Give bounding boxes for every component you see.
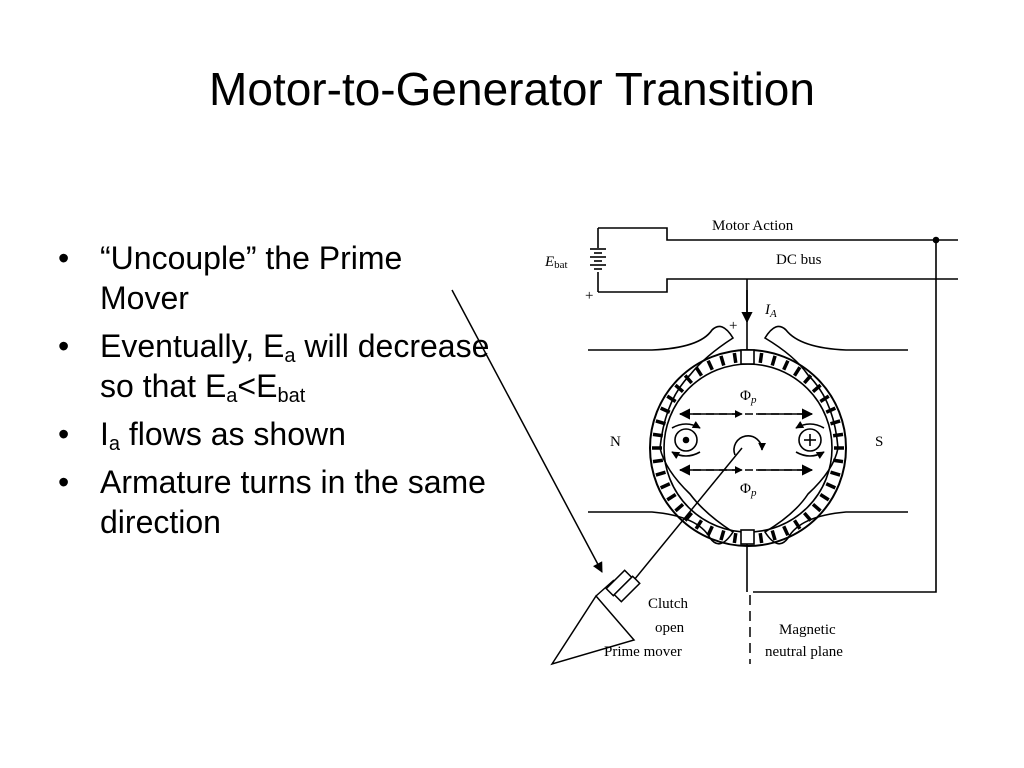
armature-slot	[655, 419, 666, 426]
armature-slot	[793, 366, 802, 377]
subscript: a	[108, 433, 121, 455]
armature-slot	[719, 530, 726, 541]
armature-slot	[719, 355, 726, 366]
armature-slot	[652, 432, 664, 438]
bullet-text-part: I	[100, 416, 109, 452]
bullet-text-part: flows as shown	[120, 416, 346, 452]
armature-slot	[758, 352, 764, 364]
bullet-marker: •	[58, 240, 70, 276]
bullet-item: • Eventually, Ea will decrease so that E…	[58, 326, 498, 406]
armature-slot	[732, 352, 738, 364]
bullet-item: • “Uncouple” the Prime Mover	[58, 238, 498, 318]
neutral-plane-label: neutral plane	[765, 644, 843, 660]
south-label: S	[875, 434, 883, 450]
armature-slot	[819, 394, 830, 403]
armature-slot	[819, 493, 830, 502]
armature-slot	[811, 383, 822, 394]
south-pole-bottom	[763, 447, 908, 545]
flux-top-label: Φp	[740, 388, 757, 406]
armature	[649, 349, 847, 547]
north-label: N	[610, 434, 621, 450]
slide-title: Motor-to-Generator Transition	[209, 63, 815, 115]
prime-mover-label: Prime mover	[604, 644, 682, 660]
bullet-text-part: will decrease so that E	[100, 328, 490, 404]
battery-plus-label: +	[585, 288, 593, 304]
battery-icon	[590, 248, 606, 270]
bullet-text-part: <E	[237, 368, 278, 404]
armature-slot	[655, 470, 666, 477]
armature-slot	[832, 458, 844, 464]
brush-plus-label: +	[729, 318, 737, 334]
bullet-marker: •	[58, 464, 70, 500]
armature-slot	[793, 519, 802, 530]
bottom-brush	[740, 529, 755, 545]
armature-slot	[666, 493, 677, 502]
conductor-dot-icon	[671, 420, 701, 460]
armature-slot	[659, 406, 671, 414]
bullet-list: • “Uncouple” the Prime Mover • Eventuall…	[58, 238, 498, 550]
armature-slot	[830, 470, 841, 477]
armature-slot	[659, 482, 671, 490]
north-pole-top	[588, 325, 735, 449]
armature-slot	[706, 359, 714, 371]
current-label: IA	[764, 302, 777, 320]
armature-slot	[782, 359, 790, 371]
armature-slot	[770, 530, 777, 541]
armature-slot	[694, 519, 703, 530]
armature-slot	[652, 458, 664, 464]
bullet-marker: •	[58, 416, 70, 452]
magnetic-label: Magnetic	[779, 622, 836, 638]
armature-slot	[825, 482, 837, 490]
open-label: open	[655, 620, 685, 636]
conductor-cross-icon	[795, 420, 825, 460]
armature-slot	[666, 394, 677, 403]
dc-bus-label: DC bus	[776, 252, 822, 268]
bullet-marker: •	[58, 328, 70, 364]
armature-slot	[683, 374, 694, 385]
subscript: bat	[277, 385, 306, 407]
armature-slot	[732, 532, 738, 544]
armature-slot	[758, 532, 764, 544]
pointer-line	[451, 289, 603, 573]
armature-slot	[811, 502, 822, 513]
bullet-text-part: Eventually, E	[100, 328, 285, 364]
bullet-item: • Ia flows as shown	[58, 414, 498, 454]
e-bat-label: Ebat	[544, 254, 568, 271]
pole-faces	[588, 325, 908, 545]
armature-slot	[694, 366, 703, 377]
armature-slot	[802, 511, 813, 522]
subscript: a	[226, 385, 238, 407]
flux-bottom-label: Φp	[740, 481, 757, 499]
rotation-arrow-icon	[733, 435, 767, 456]
bus-top-wire	[598, 227, 958, 241]
return-wire	[753, 240, 937, 593]
south-pole-top	[763, 325, 908, 449]
shaft-assembly	[550, 447, 743, 666]
flux-lines	[678, 408, 814, 476]
bullet-text: “Uncouple” the Prime Mover	[100, 240, 403, 316]
bus-bottom-wire	[598, 278, 958, 293]
armature-slot	[782, 525, 790, 537]
subscript: a	[284, 345, 296, 367]
armature-slot	[674, 502, 685, 513]
bullet-text: Armature turns in the same direction	[100, 464, 486, 540]
armature-slot	[802, 374, 813, 385]
prime-mover-icon	[550, 594, 636, 666]
armature-slot	[832, 432, 844, 438]
armature-slot	[683, 511, 694, 522]
armature-slot	[830, 419, 841, 426]
armature-slot	[770, 355, 777, 366]
armature-slot	[706, 525, 714, 537]
bullet-item: • Armature turns in the same direction	[58, 462, 498, 542]
armature-slots	[652, 352, 844, 544]
top-brush	[740, 349, 755, 365]
clutch-label: Clutch	[648, 596, 688, 612]
armature-slot	[825, 406, 837, 414]
north-pole-bottom	[588, 447, 735, 545]
motor-action-label: Motor Action	[712, 218, 794, 234]
armature-slot	[674, 383, 685, 394]
shaft-line	[633, 447, 743, 581]
